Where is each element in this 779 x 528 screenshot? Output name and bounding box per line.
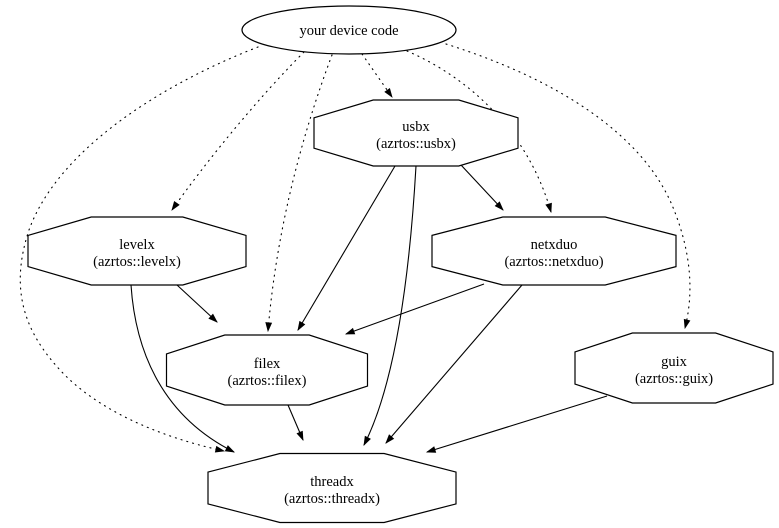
node-guix: guix(azrtos::guix) xyxy=(574,332,774,404)
edge-netxduo-to-filex xyxy=(344,283,485,335)
edge-guix-to-threadx xyxy=(425,395,608,453)
node-levelx-octagon xyxy=(27,216,247,286)
edge-netxduo-to-threadx xyxy=(385,284,523,444)
node-levelx-label-line2: (azrtos::levelx) xyxy=(93,254,181,270)
node-threadx-octagon xyxy=(207,452,457,524)
node-threadx-label-line1: threadx xyxy=(310,474,354,490)
node-device-code: your device code xyxy=(241,5,457,55)
node-filex-label-line1: filex xyxy=(254,356,281,372)
edge-filex-to-threadx xyxy=(287,404,304,442)
node-levelx: levelx(azrtos::levelx) xyxy=(27,216,247,286)
edge-device-code-to-filex xyxy=(265,54,333,333)
node-usbx: usbx(azrtos::usbx) xyxy=(313,99,519,167)
node-filex: filex(azrtos::filex) xyxy=(165,334,369,406)
node-guix-octagon xyxy=(574,332,774,404)
node-filex-label-line2: (azrtos::filex) xyxy=(228,373,307,389)
node-netxduo-octagon xyxy=(431,216,677,286)
node-filex-octagon xyxy=(165,334,369,406)
node-netxduo-label-line1: netxduo xyxy=(531,237,578,253)
edge-device-code-to-usbx xyxy=(361,53,393,98)
node-guix-label-line1: guix xyxy=(661,354,688,370)
node-usbx-label-line1: usbx xyxy=(402,119,430,135)
edge-device-code-to-levelx xyxy=(171,51,305,211)
node-usbx-label-line2: (azrtos::usbx) xyxy=(376,136,456,152)
nodes-layer: your device codeusbx(azrtos::usbx)levelx… xyxy=(27,5,774,524)
edge-usbx-to-threadx xyxy=(363,165,417,446)
node-device-code-ellipse xyxy=(241,5,457,55)
node-device-code-label-line1: your device code xyxy=(299,23,398,39)
edge-device-code-to-netxduo xyxy=(406,50,552,214)
node-levelx-label-line1: levelx xyxy=(119,237,155,253)
edge-usbx-to-netxduo xyxy=(460,164,504,211)
node-threadx-label-line2: (azrtos::threadx) xyxy=(284,491,380,507)
edges-layer xyxy=(19,43,691,453)
node-netxduo: netxduo(azrtos::netxduo) xyxy=(431,216,677,286)
node-netxduo-label-line2: (azrtos::netxduo) xyxy=(504,254,603,270)
edge-usbx-to-filex xyxy=(297,165,396,331)
node-threadx: threadx(azrtos::threadx) xyxy=(207,452,457,524)
node-usbx-octagon xyxy=(313,99,519,167)
edge-levelx-to-threadx xyxy=(130,284,235,453)
edge-levelx-to-filex xyxy=(176,284,218,323)
node-guix-label-line2: (azrtos::guix) xyxy=(635,371,713,387)
